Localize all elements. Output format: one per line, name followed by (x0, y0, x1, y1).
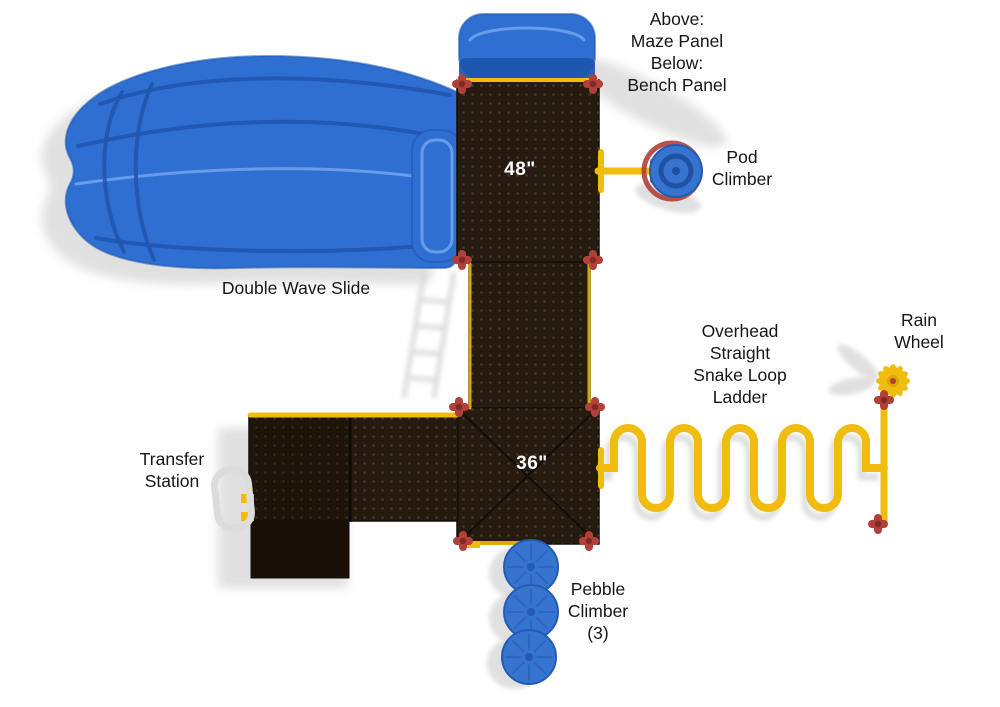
rain-wheel (876, 364, 910, 398)
pebble-anchor (466, 541, 480, 548)
deck-36-size-label: 36" (516, 453, 548, 474)
maze-bench-panel (458, 13, 596, 81)
snake-loop-ladder (596, 424, 888, 512)
label-line: Snake Loop (693, 365, 787, 385)
label-line: Below: (650, 53, 704, 73)
label-line: (3) (587, 623, 609, 643)
label-transfer-station: Transfer Station (122, 448, 222, 492)
label-line: Rain (901, 310, 937, 330)
deck-36-seams (458, 409, 597, 543)
transfer-step (250, 520, 350, 579)
panel-front-edge (459, 58, 595, 80)
label-line: Station (144, 471, 200, 491)
slide-wave-crest (102, 90, 126, 254)
slide-ridge (76, 119, 454, 148)
deck-48-perforation (457, 80, 599, 262)
label-line: Overhead (701, 321, 779, 341)
wheel-shadow-2 (828, 376, 876, 396)
label-line: Above: (649, 9, 705, 29)
label-line: Pebble (570, 579, 626, 599)
slide-wave-crest (133, 82, 156, 262)
label-line: Bench Panel (627, 75, 727, 95)
label-maze-bench-panel: Above: Maze Panel Below: Bench Panel (597, 8, 757, 96)
label-double-wave-slide: Double Wave Slide (166, 277, 426, 299)
wing-perforation (350, 417, 458, 521)
label-line: Straight (709, 343, 771, 363)
slide-ridge (98, 76, 452, 106)
platform-structure (248, 79, 600, 579)
transfer-perforation (249, 417, 351, 521)
panel-shadow (569, 57, 727, 147)
label-line: Ladder (712, 387, 768, 407)
label-line: Wheel (894, 332, 944, 352)
label-overhead-ladder: Overhead Straight Snake Loop Ladder (665, 320, 815, 408)
double-wave-slide (64, 54, 463, 270)
ladder-shadow (401, 271, 457, 399)
label-line: Climber (711, 169, 773, 189)
slide-entry-section (411, 129, 463, 263)
label-pod-climber: Pod Climber (701, 146, 783, 190)
wheel-hub-core (890, 378, 896, 384)
transfer-handle (211, 466, 255, 532)
label-line: Transfer (139, 449, 205, 469)
label-line: Double Wave Slide (221, 278, 371, 298)
snake-ladder-shadow (595, 433, 879, 521)
pod-inner-ring (658, 153, 694, 189)
slide-ridge (94, 236, 448, 254)
pod-climber (641, 140, 703, 202)
wheel-shadow (837, 344, 879, 380)
deck-48-size-label: 48" (504, 159, 536, 180)
label-pebble-climber: Pebble Climber (3) (548, 578, 648, 644)
panel-highlight (468, 26, 586, 42)
label-line: Pod (726, 147, 758, 167)
pod-center (672, 167, 680, 175)
slide-body (64, 54, 458, 270)
transfer-station (211, 466, 255, 532)
label-line: Climber (567, 601, 629, 621)
slide-lane-divider (74, 167, 455, 186)
bridge-perforation (469, 262, 590, 410)
label-rain-wheel: Rain Wheel (879, 309, 959, 353)
slide-entry-ridge (420, 138, 454, 254)
label-line: Maze Panel (630, 31, 724, 51)
